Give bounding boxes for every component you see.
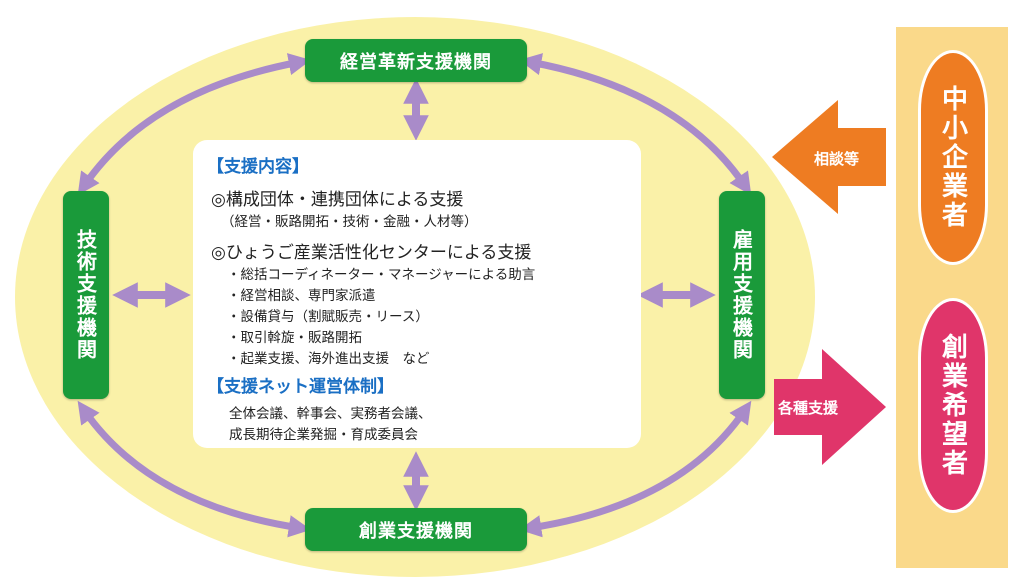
management-innovation-box: 経営革新支援機関 xyxy=(305,39,527,82)
startup-aspirant-label: 創業希望者 xyxy=(937,333,968,478)
arc-bottom-left xyxy=(77,400,312,538)
center-support-detail: ・起業支援、海外進出支援 など xyxy=(227,351,430,367)
arc-bottom-right xyxy=(518,400,752,538)
sme-oval: 中小企業者 xyxy=(918,50,988,265)
support-arrow-shape xyxy=(774,349,886,465)
technology-support-label: 技術支援機関 xyxy=(73,229,98,361)
support-content-heading: 【支援内容】 xyxy=(207,157,309,177)
sme-label: 中小企業者 xyxy=(937,85,968,230)
startup-support-box: 創業支援機関 xyxy=(305,508,527,551)
arc-top-left xyxy=(77,53,312,196)
network-structure-line: 成長期待企業発掘・育成委員会 xyxy=(229,427,418,443)
support-arrow-label: 各種支援 xyxy=(778,399,839,417)
member-support-detail: （経営・販路開拓・技術・金融・人材等） xyxy=(221,214,478,230)
employment-support-box: 雇用支援機関 xyxy=(719,191,765,399)
management-innovation-label: 経営革新支援機関 xyxy=(340,51,492,73)
center-support-detail: ・設備貸与（割賦販売・リース） xyxy=(227,309,429,325)
technology-support-box: 技術支援機関 xyxy=(63,191,109,399)
arc-top-right xyxy=(518,53,752,196)
center-support-item: ◎ひょうご産業活性化センターによる支援 xyxy=(211,243,532,263)
center-support-detail: ・取引斡旋・販路開拓 xyxy=(227,330,362,346)
center-support-detail: ・総括コーディネーター・マネージャーによる助言 xyxy=(227,267,536,283)
network-structure-line: 全体会議、幹事会、実務者会議、 xyxy=(229,406,432,422)
support-content-panel: 【支援内容】 ◎構成団体・連携団体による支援 （経営・販路開拓・技術・金融・人材… xyxy=(193,140,641,448)
network-structure-heading: 【支援ネット運営体制】 xyxy=(207,377,394,397)
employment-support-label: 雇用支援機関 xyxy=(729,229,754,361)
consult-arrow-label: 相談等 xyxy=(814,150,860,168)
consult-arrow-shape xyxy=(772,100,886,214)
startup-aspirant-oval: 創業希望者 xyxy=(918,298,988,513)
member-support-item: ◎構成団体・連携団体による支援 xyxy=(211,190,464,210)
startup-support-label: 創業支援機関 xyxy=(359,520,473,542)
center-support-detail: ・経営相談、専門家派遣 xyxy=(227,288,376,304)
